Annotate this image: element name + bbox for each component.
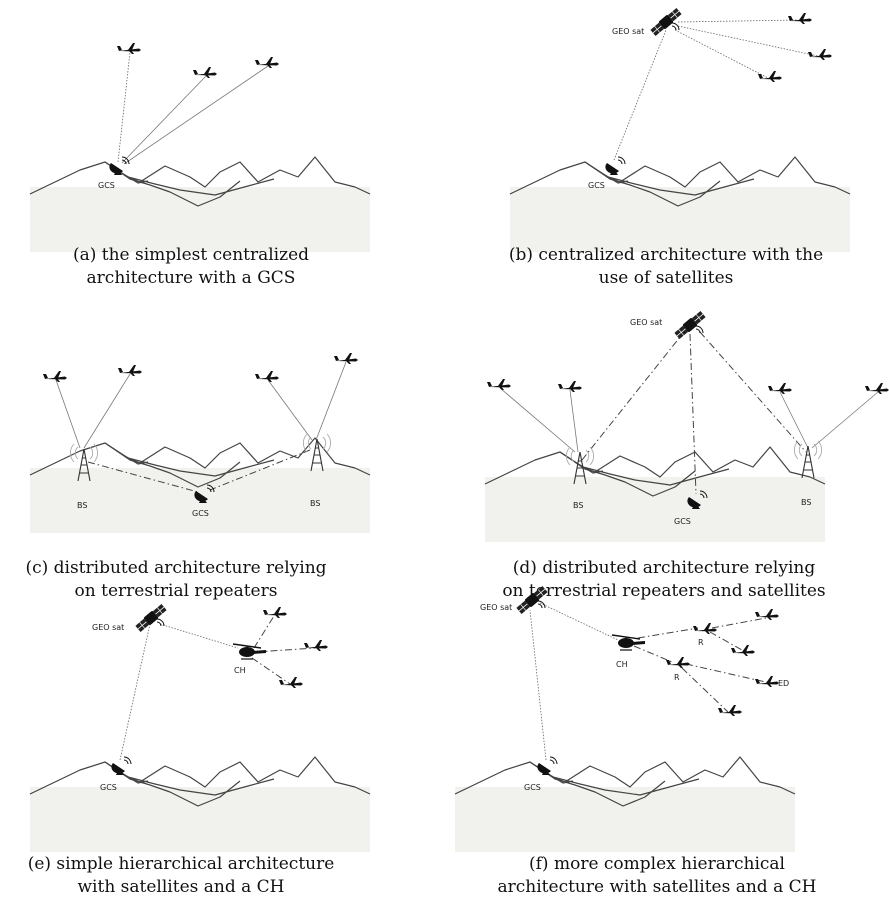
mountain-range: [509, 156, 851, 253]
gcs-label: GCS: [588, 181, 605, 190]
bs-left-label: BS: [573, 501, 583, 510]
panel-e: GEO sat CH GCS (e) simple hierarchical a…: [28, 602, 371, 897]
gcs-dish-icon: [108, 156, 130, 176]
mountain-range: [454, 756, 796, 853]
cluster-head-helicopter-icon: [232, 643, 267, 660]
gcs-label: GCS: [524, 783, 541, 792]
ch-label: CH: [616, 660, 628, 669]
relay-uav-icon: [666, 657, 690, 668]
uav-icon: [117, 43, 141, 54]
bs-right-label: BS: [801, 498, 811, 507]
links-c: [55, 361, 347, 493]
links-b: [613, 19, 819, 161]
panel-c: BS BS GCS (c) distributed architecture r…: [25, 353, 371, 601]
caption-b-line1: (b) centralized architecture with the: [509, 245, 823, 265]
relay-label-2: R: [674, 673, 680, 682]
geo-sat-label: GEO sat: [480, 603, 512, 612]
caption-d-line2: on terrestrial repeaters and satellites: [502, 581, 825, 601]
links-d: [499, 331, 879, 495]
gcs-label: GCS: [98, 181, 115, 190]
relay-label-1: R: [698, 638, 704, 647]
geo-sat-label: GEO sat: [92, 623, 124, 632]
geo-sat-label: GEO sat: [630, 318, 662, 327]
caption-f-line1: (f) more complex hierarchical: [529, 854, 785, 874]
mountain-range: [29, 156, 371, 253]
links-f: [529, 602, 771, 761]
panel-a: GCS (a) the simplest centralized archite…: [29, 43, 371, 288]
base-station-icon: [793, 440, 823, 479]
uav-icon: [43, 371, 67, 382]
uav-icon: [255, 371, 279, 382]
panel-f: GEO sat CH R R ED GCS (f) more complex h…: [454, 584, 817, 897]
caption-a-line2: architecture with a GCS: [87, 268, 296, 288]
links-a: [117, 51, 269, 165]
uav-icon: [788, 13, 812, 24]
uav-icon: [304, 640, 328, 651]
links-e: [119, 615, 316, 761]
uav-icon: [263, 607, 287, 618]
uav-icon: [718, 705, 742, 716]
geo-satellite-icon: [649, 6, 683, 38]
caption-b-line2: use of satellites: [599, 268, 734, 288]
uav-icon: [755, 609, 779, 620]
ch-label: CH: [234, 666, 246, 675]
panel-b: GEO sat GCS (b) centralized architecture…: [509, 6, 851, 288]
mountain-range: [29, 756, 371, 853]
relay-uav-icon: [693, 623, 717, 634]
geo-satellite-icon: [134, 602, 168, 634]
gcs-label: GCS: [100, 783, 117, 792]
uav-icon: [808, 49, 832, 60]
uav-icon: [758, 71, 782, 82]
ed-label: ED: [778, 679, 789, 688]
caption-c-line2: on terrestrial repeaters: [75, 581, 278, 601]
gcs-dish-icon: [536, 756, 558, 776]
uav-icon: [731, 645, 755, 656]
caption-e-line1: (e) simple hierarchical architecture: [28, 854, 335, 874]
bs-left-label: BS: [77, 501, 87, 510]
bs-right-label: BS: [310, 499, 320, 508]
caption-f-line2: architecture with satellites and a CH: [498, 877, 817, 897]
caption-e-line2: with satellites and a CH: [78, 877, 285, 897]
caption-c-line1: (c) distributed architecture relying: [25, 558, 326, 578]
caption-a-line1: (a) the simplest centralized: [73, 245, 309, 265]
panel-d: GEO sat BS BS GCS (d) distributed archit…: [484, 309, 889, 601]
uav-icon: [487, 379, 511, 390]
mountain-range: [484, 446, 826, 543]
uav-icon: [279, 677, 303, 688]
end-device-uav-icon: [755, 676, 779, 687]
gcs-label: GCS: [192, 509, 209, 518]
gcs-label: GCS: [674, 517, 691, 526]
gcs-dish-icon: [604, 156, 626, 176]
geo-sat-label: GEO sat: [612, 27, 644, 36]
uav-icon: [193, 67, 217, 78]
gcs-dish-icon: [110, 756, 132, 776]
caption-d-line1: (d) distributed architecture relying: [513, 558, 816, 578]
